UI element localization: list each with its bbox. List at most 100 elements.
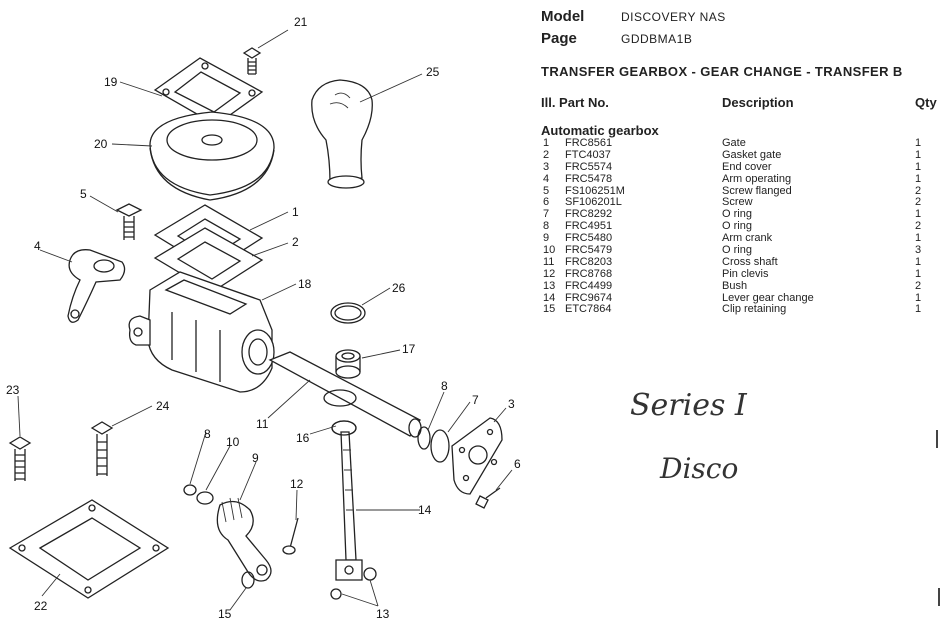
part-ill-number: 15 bbox=[543, 303, 556, 316]
part-qty: 1 bbox=[915, 291, 922, 304]
part-description: End cover bbox=[722, 160, 772, 173]
part-3-end-cover bbox=[451, 417, 503, 495]
part-description: Gasket gate bbox=[722, 148, 782, 161]
part-description: Arm operating bbox=[722, 172, 792, 185]
model-row: Model DISCOVERY NAS bbox=[541, 8, 947, 30]
part-number: FTC4037 bbox=[565, 148, 611, 161]
callout-12: 12 bbox=[290, 477, 304, 491]
part-22-gasket bbox=[8, 499, 170, 599]
part-17-bush bbox=[335, 349, 361, 379]
parts-list-panel: Model DISCOVERY NAS Page GDDBMA1B TRANSF… bbox=[541, 8, 947, 348]
part-number: FRC8203 bbox=[565, 255, 613, 268]
part-qty: 1 bbox=[915, 232, 922, 245]
part-ill-number: 2 bbox=[543, 148, 550, 161]
part-description: Cross shaft bbox=[722, 255, 778, 268]
part-qty: 2 bbox=[915, 279, 922, 292]
part-description: O ring bbox=[722, 220, 752, 233]
part-ill-number: 8 bbox=[543, 220, 550, 233]
part-description: Bush bbox=[722, 279, 748, 292]
part-25-gear-knob bbox=[311, 79, 373, 189]
callout-labels: 21 19 25 20 5 1 4 2 18 26 17 8 7 3 23 24… bbox=[6, 15, 521, 621]
scan-mark bbox=[936, 430, 938, 448]
callout-1: 1 bbox=[292, 205, 299, 219]
part-number: FRC9674 bbox=[565, 291, 613, 304]
part-26-o-ring bbox=[330, 302, 366, 324]
part-11-cross-shaft bbox=[268, 351, 422, 438]
part-row: 8 FRC4951 O ring 2 bbox=[541, 220, 947, 233]
part-number: FRC5480 bbox=[565, 232, 613, 245]
part-description: Arm crank bbox=[722, 232, 773, 245]
part-row: 6 SF106201L Screw 2 bbox=[541, 197, 947, 209]
part-ill-number: 6 bbox=[543, 196, 550, 209]
part-qty: 2 bbox=[915, 196, 922, 209]
part-ill-number: 13 bbox=[543, 279, 556, 292]
callout-6: 6 bbox=[514, 457, 521, 471]
section-title: TRANSFER GEARBOX - GEAR CHANGE - TRANSFE… bbox=[541, 64, 903, 79]
part-description: O ring bbox=[722, 208, 752, 221]
part-ill-number: 12 bbox=[543, 267, 556, 280]
callout-2: 2 bbox=[292, 235, 299, 249]
part-6-screw bbox=[475, 487, 501, 509]
part-drawings bbox=[8, 47, 503, 600]
part-ill-number: 1 bbox=[543, 137, 550, 149]
part-16-o-ring bbox=[331, 420, 357, 436]
callout-8: 8 bbox=[441, 379, 448, 393]
part-7-8-o-rings bbox=[417, 426, 450, 463]
callout-21: 21 bbox=[294, 15, 308, 29]
part-description: O ring bbox=[722, 244, 752, 257]
part-number: FRC5574 bbox=[565, 160, 613, 173]
part-number: SF106201L bbox=[565, 196, 622, 209]
part-number: FRC5478 bbox=[565, 172, 613, 185]
callout-18: 18 bbox=[298, 277, 312, 291]
model-value: DISCOVERY NAS bbox=[621, 10, 726, 24]
part-description: Screw bbox=[722, 196, 753, 209]
part-number: ETC7864 bbox=[565, 303, 612, 316]
callout-16: 16 bbox=[296, 431, 310, 445]
part-ill-number: 9 bbox=[543, 232, 550, 245]
col-description: Description bbox=[722, 95, 794, 110]
part-ill-number: 3 bbox=[543, 160, 550, 173]
callout-23: 23 bbox=[6, 383, 20, 397]
part-qty: 1 bbox=[915, 172, 922, 185]
part-18-housing bbox=[128, 271, 275, 393]
part-qty: 1 bbox=[915, 255, 922, 268]
part-qty: 1 bbox=[915, 267, 922, 280]
part-10-o-rings bbox=[183, 484, 214, 505]
part-5-bolt bbox=[115, 203, 143, 240]
part-number: FRC5479 bbox=[565, 244, 613, 257]
callout-3: 3 bbox=[508, 397, 515, 411]
part-number: FRC8561 bbox=[565, 137, 613, 149]
callout-22: 22 bbox=[34, 599, 48, 613]
handwriting-series: Series I bbox=[630, 388, 747, 423]
part-number: FS106251M bbox=[565, 184, 625, 197]
part-description: Pin clevis bbox=[722, 267, 769, 280]
callout-14: 14 bbox=[418, 503, 432, 517]
page-value: GDDBMA1B bbox=[621, 32, 693, 46]
part-15-clip bbox=[241, 571, 255, 589]
part-ill-number: 14 bbox=[543, 291, 556, 304]
part-row: 9 FRC5480 Arm crank 1 bbox=[541, 232, 947, 245]
handwriting-disco: Disco bbox=[660, 452, 739, 485]
part-12-pin bbox=[282, 517, 299, 555]
part-23-bolt bbox=[8, 436, 32, 481]
callout-19: 19 bbox=[104, 75, 118, 89]
col-qty: Qty bbox=[915, 95, 937, 110]
part-number: FRC4499 bbox=[565, 279, 613, 292]
part-number: FRC4951 bbox=[565, 220, 613, 233]
part-qty: 2 bbox=[915, 220, 922, 233]
part-number: FRC8292 bbox=[565, 208, 613, 221]
callout-10: 10 bbox=[226, 435, 240, 449]
part-description: Clip retaining bbox=[722, 303, 787, 316]
part-21-screw bbox=[242, 47, 262, 75]
part-qty: 1 bbox=[915, 137, 922, 149]
